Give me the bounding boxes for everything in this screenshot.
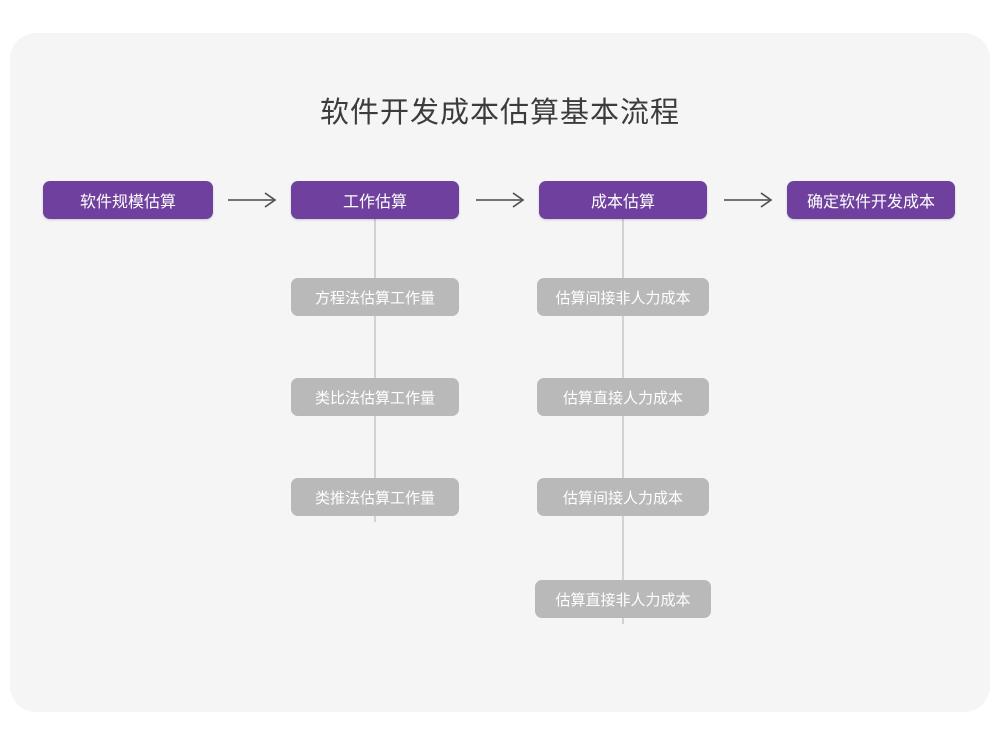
connector-line-column-3 — [622, 216, 624, 624]
substep-node-indirect-nonlabor-cost[interactable]: 估算间接非人力成本 — [537, 278, 709, 316]
stage-node-determine-development-cost[interactable]: 确定软件开发成本 — [787, 181, 955, 219]
page-title: 软件开发成本估算基本流程 — [319, 97, 680, 129]
stage-node-cost-estimation[interactable]: 成本估算 — [539, 181, 707, 219]
substep-node-direct-nonlabor-cost[interactable]: 估算直接非人力成本 — [535, 580, 711, 618]
substep-node-inference-method-effort[interactable]: 类推法估算工作量 — [291, 478, 459, 516]
connector-line-column-2 — [374, 216, 376, 522]
diagram-card-background — [10, 33, 990, 712]
arrow-stage2-to-stage3 — [476, 189, 528, 211]
arrow-stage3-to-stage4 — [724, 189, 776, 211]
stage-node-software-scale-estimation[interactable]: 软件规模估算 — [43, 181, 213, 219]
substep-node-indirect-labor-cost[interactable]: 估算间接人力成本 — [537, 478, 709, 516]
substep-node-equation-method-effort[interactable]: 方程法估算工作量 — [291, 278, 459, 316]
arrow-stage1-to-stage2 — [228, 189, 280, 211]
substep-node-direct-labor-cost[interactable]: 估算直接人力成本 — [537, 378, 709, 416]
substep-node-analogy-method-effort[interactable]: 类比法估算工作量 — [291, 378, 459, 416]
stage-node-effort-estimation[interactable]: 工作估算 — [291, 181, 459, 219]
